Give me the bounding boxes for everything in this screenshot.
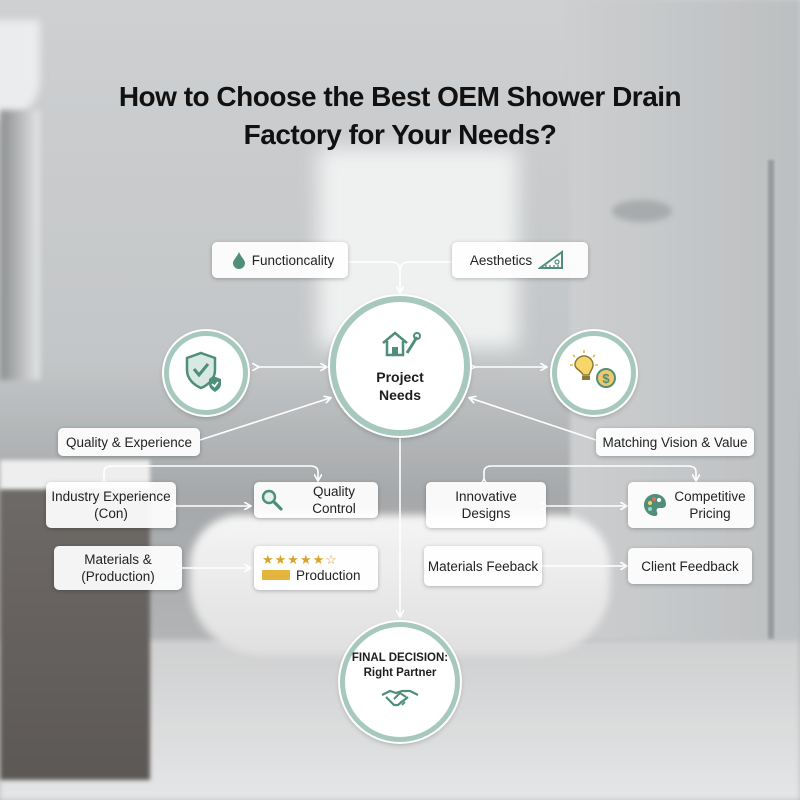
production-label: Production bbox=[296, 567, 361, 583]
magnifier-icon bbox=[260, 488, 284, 512]
materials-production-line-2: (Production) bbox=[81, 569, 155, 584]
handshake-icon bbox=[380, 687, 420, 714]
hub-label-line-2: Needs bbox=[378, 386, 422, 403]
competitive-pricing-line-1: Competitive bbox=[674, 489, 746, 504]
quality-control-label: Quality Control bbox=[312, 484, 356, 516]
final-decision-circle: FINAL DECISION: Right Partner bbox=[340, 622, 460, 742]
title-line-2: Factory for Your Needs? bbox=[243, 119, 557, 150]
value-badge: $ bbox=[552, 331, 636, 415]
client-feedback-label: Client Feedback bbox=[641, 558, 739, 574]
innovative-designs-box: Innovative Designs bbox=[426, 482, 546, 528]
title-line-1: How to Choose the Best OEM Shower Drain bbox=[118, 81, 682, 112]
industry-experience-box: Industry Experience (Con) bbox=[46, 482, 176, 528]
functionality-label: Functioncality bbox=[251, 252, 335, 268]
competitive-pricing-line-2: Pricing bbox=[689, 506, 731, 521]
industry-experience-line-2: (Con) bbox=[94, 506, 128, 521]
water-drop-icon bbox=[232, 251, 246, 269]
final-decision-line-1: FINAL DECISION: bbox=[351, 651, 449, 664]
project-needs-hub: Project Needs bbox=[330, 296, 470, 436]
competitive-pricing-box: Competitive Pricing bbox=[628, 482, 754, 528]
ruler-triangle-icon bbox=[538, 250, 564, 270]
materials-feedback-label: Materials Feeback bbox=[427, 558, 539, 574]
client-feedback-box: Client Feedback bbox=[628, 548, 752, 584]
hub-label-line-1: Project bbox=[376, 368, 424, 385]
award-bar-icon bbox=[262, 570, 290, 580]
innovative-designs-line-1: Innovative bbox=[455, 489, 517, 504]
quality-control-box: Quality Control bbox=[254, 482, 378, 518]
materials-production-line-1: Materials & bbox=[84, 552, 152, 567]
matching-vision-branch: Matching Vision & Value bbox=[596, 428, 754, 456]
functionality-box: Functioncality bbox=[212, 242, 348, 278]
final-decision-line-2: Right Partner bbox=[363, 666, 437, 679]
matching-vision-label: Matching Vision & Value bbox=[602, 434, 748, 450]
lightbulb-dollar-icon: $ bbox=[570, 349, 618, 397]
innovative-designs-line-2: Designs bbox=[461, 506, 511, 521]
quality-badge bbox=[164, 331, 248, 415]
stars-rating-icon: ★★★★★☆ bbox=[262, 551, 338, 567]
materials-feedback-box: Materials Feeback bbox=[424, 546, 542, 586]
svg-text:$: $ bbox=[602, 371, 610, 386]
aesthetics-box: Aesthetics bbox=[452, 242, 588, 278]
palette-icon bbox=[642, 492, 668, 518]
quality-experience-label: Quality & Experience bbox=[65, 434, 193, 450]
industry-experience-line-1: Industry Experience bbox=[51, 489, 171, 504]
shield-check-icon bbox=[183, 348, 229, 399]
aesthetics-label: Aesthetics bbox=[469, 252, 533, 268]
quality-experience-branch: Quality & Experience bbox=[58, 428, 200, 456]
materials-production-box: Materials & (Production) bbox=[54, 546, 182, 590]
page-title: How to Choose the Best OEM Shower Drain … bbox=[60, 78, 740, 154]
production-box: ★★★★★☆ Production bbox=[254, 546, 378, 590]
house-wrench-icon bbox=[379, 329, 421, 364]
